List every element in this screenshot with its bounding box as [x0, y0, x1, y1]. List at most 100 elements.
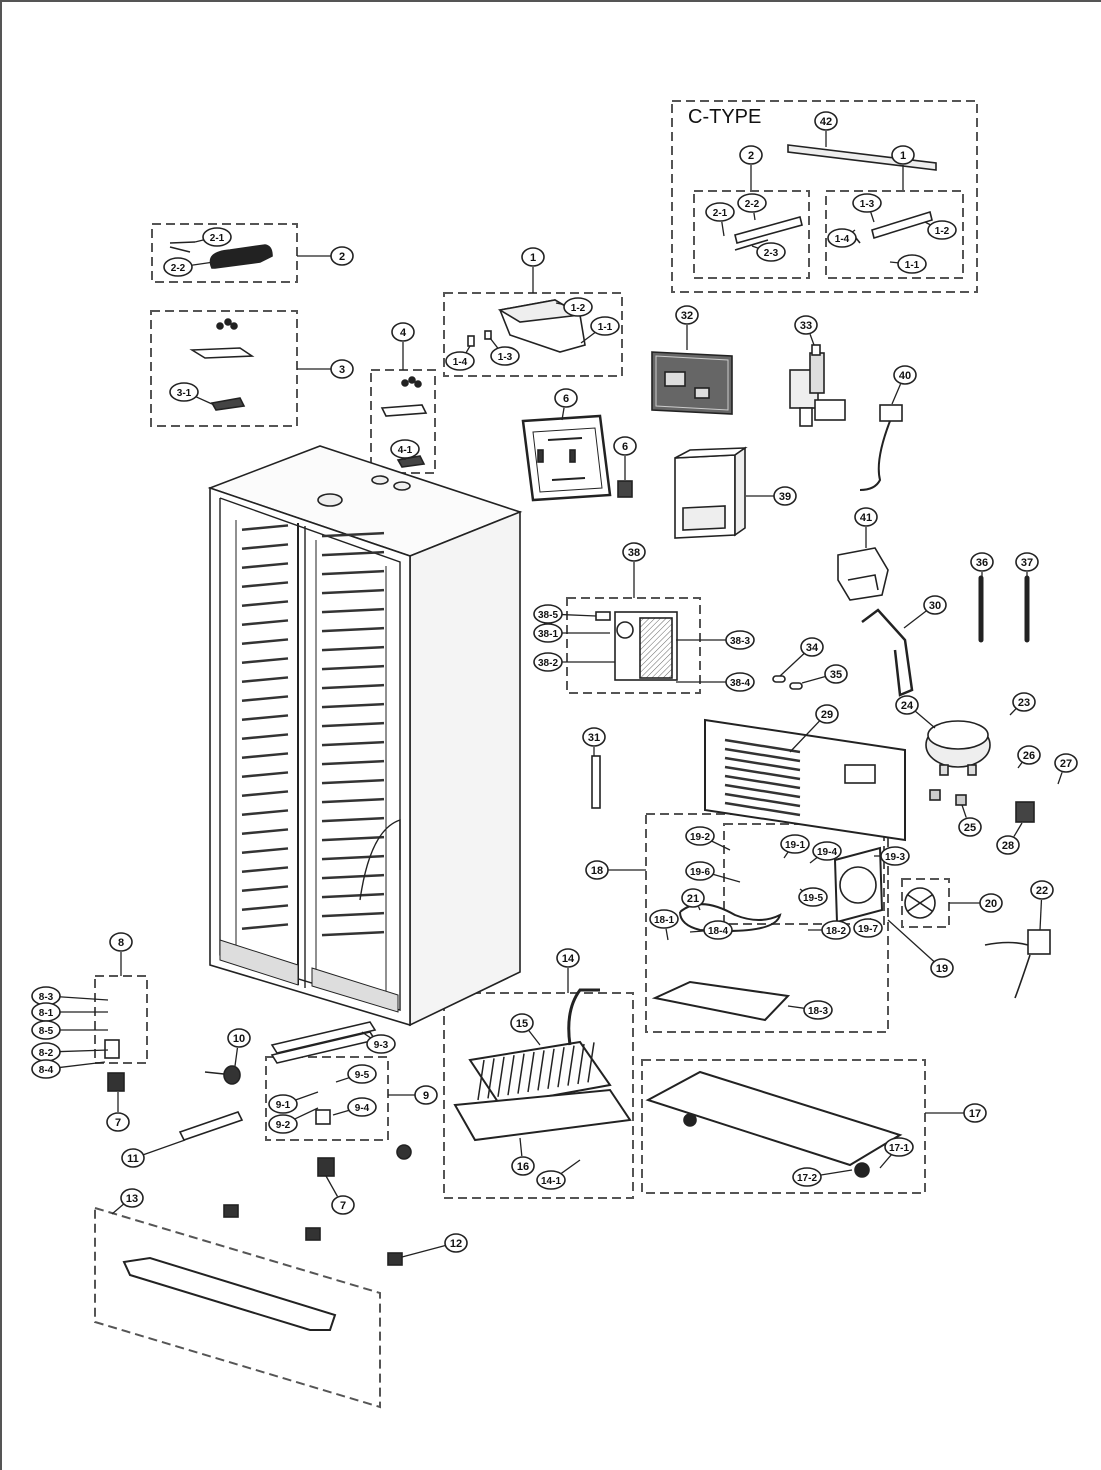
leader-line: [961, 804, 967, 818]
callout-2: 2: [330, 246, 354, 266]
part-41-cover: [837, 547, 889, 601]
callout-label: 38-4: [730, 678, 750, 689]
callout-label: 8-4: [39, 1065, 54, 1076]
callout-39: 39: [773, 486, 797, 506]
callout-label: 13: [126, 1193, 138, 1205]
callout-18-2: 18-2: [821, 920, 851, 940]
callout-30: 30: [923, 595, 947, 615]
leader-line: [143, 1139, 186, 1156]
leader-line: [887, 919, 935, 962]
leader-line: [697, 906, 701, 911]
callout-label: 1: [530, 252, 536, 264]
callout-19-2: 19-2: [685, 826, 715, 846]
leader-line: [528, 1030, 541, 1046]
leader-line: [903, 610, 927, 629]
callout-label: 2: [339, 251, 345, 263]
part-24-compressor: [925, 720, 991, 776]
leader-line: [709, 839, 731, 851]
callout-label: 19-3: [885, 852, 905, 863]
callout-label: 1-4: [835, 234, 850, 245]
callout-36: 36: [970, 552, 994, 572]
callout-label: 9-2: [276, 1120, 291, 1131]
leader-line: [580, 331, 597, 344]
part-7-hinge-lower: [317, 1144, 412, 1177]
callout-19-7: 19-7: [853, 918, 883, 938]
part-34-35-fuse: [772, 675, 803, 690]
callout-19-3: 19-3: [880, 846, 910, 866]
group-box-17: [641, 1059, 926, 1194]
leader-line: [234, 1047, 239, 1067]
callout-label: 12: [450, 1238, 462, 1250]
callout-label: 37: [1021, 557, 1033, 569]
leader-line: [56, 1049, 109, 1053]
callout-8-1: 8-1: [31, 1002, 61, 1022]
leader-line: [193, 395, 213, 405]
callout-label: 25: [964, 822, 976, 834]
callout-label: 31: [588, 732, 600, 744]
callout-32: 32: [675, 305, 699, 325]
part-15-evaporator: [468, 988, 612, 1107]
callout-label: 18-4: [708, 926, 728, 937]
callout-label: 18-1: [654, 915, 674, 926]
group-box-ctype: [671, 100, 978, 293]
part-20-fan-blade: [904, 887, 936, 919]
leader-line: [891, 383, 902, 405]
callout-label: 1-3: [498, 352, 513, 363]
part-13-grille: [122, 1256, 337, 1331]
callout-label: 19-7: [858, 924, 878, 935]
part-10-roller: [204, 1065, 241, 1085]
leader-line: [293, 1091, 319, 1102]
callout-label: 8-1: [39, 1008, 54, 1019]
callout-37: 37: [1015, 552, 1039, 572]
callout-19-5: 19-5: [798, 887, 828, 907]
callout-8-5: 8-5: [31, 1020, 61, 1040]
callout-8: 8: [109, 932, 133, 952]
leader-line: [801, 675, 826, 684]
callout-18: 18: [585, 860, 609, 880]
leader-line: [1013, 822, 1023, 837]
callout-label: 2-1: [713, 208, 728, 219]
leader-line: [779, 653, 805, 677]
callout-label: 23: [1018, 697, 1030, 709]
callout-16: 16: [511, 1156, 535, 1176]
leader-line: [56, 995, 109, 1001]
part-17-base-plate: [645, 1070, 903, 1178]
callout-14: 14: [556, 948, 580, 968]
callout-19-6: 19-6: [685, 861, 715, 881]
ctype-part-2-2: [734, 216, 803, 251]
callout-2-1: 2-1: [202, 227, 232, 247]
leader-line: [1039, 899, 1043, 931]
callout-38-2: 38-2: [533, 652, 563, 672]
leader-line: [489, 337, 499, 349]
callout-2-2: 2-2: [737, 193, 767, 213]
callout-6: 6: [613, 436, 637, 456]
callout-1-1: 1-1: [897, 254, 927, 274]
callout-label: 6: [563, 393, 569, 405]
callout-label: 34: [806, 642, 819, 654]
callout-9-2: 9-2: [268, 1114, 298, 1134]
callout-label: 9: [423, 1090, 429, 1102]
part-38-dispenser-box: [595, 611, 678, 681]
callout-24: 24: [895, 695, 919, 715]
leader-line: [111, 1203, 124, 1215]
callout-4: 4: [391, 322, 415, 342]
callout-label: 39: [779, 491, 791, 503]
leader-line: [561, 407, 565, 421]
variant-label: C-TYPE: [688, 106, 762, 128]
callout-9: 9: [414, 1085, 438, 1105]
callout-2-3: 2-3: [756, 242, 786, 262]
callout-34: 34: [800, 637, 824, 657]
callout-11: 11: [121, 1148, 145, 1168]
callout-35: 35: [824, 664, 848, 684]
callout-label: 1-3: [860, 199, 875, 210]
callout-label: 2-1: [210, 233, 225, 244]
callout-label: 32: [681, 310, 693, 322]
callout-label: 4: [400, 327, 407, 339]
part-6-switch: [617, 480, 633, 498]
callout-label: 7: [115, 1117, 121, 1129]
callout-40: 40: [893, 365, 917, 385]
callout-29: 29: [815, 704, 839, 724]
callout-label: 38: [628, 547, 640, 559]
callout-label: 2-2: [171, 263, 186, 274]
part-4-hinge: [380, 376, 428, 468]
